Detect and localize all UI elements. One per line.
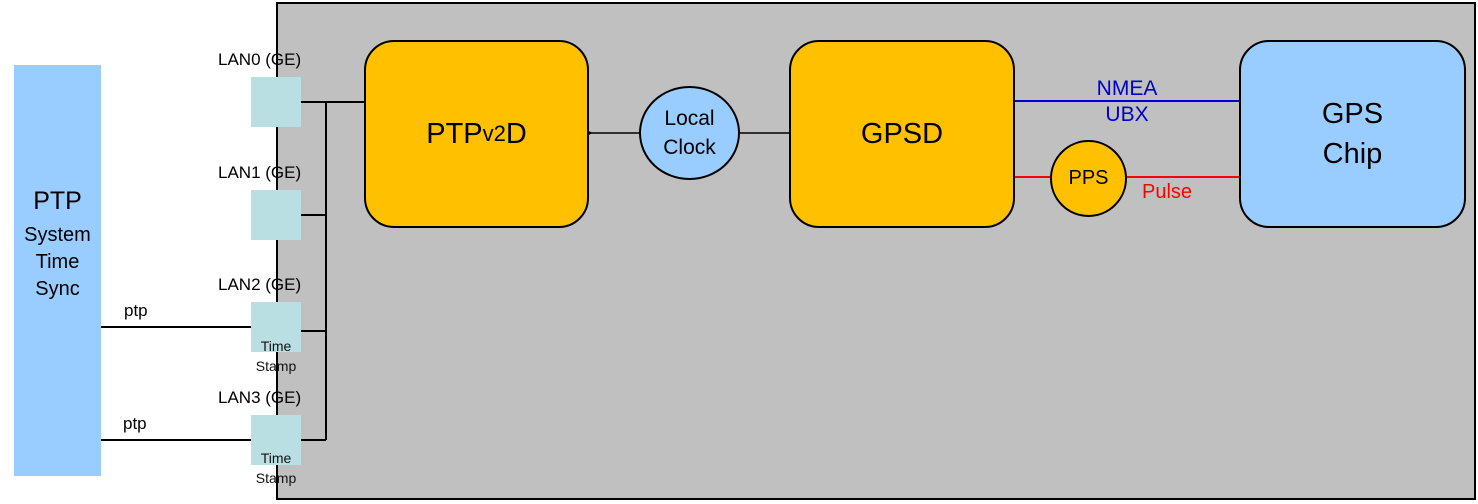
local-clock: Local Clock	[639, 86, 740, 180]
ptp-system-title: PTP	[33, 187, 82, 215]
lan2-port	[251, 302, 301, 352]
gps-chip: GPS Chip	[1239, 40, 1466, 228]
lan3-port	[251, 415, 301, 465]
lan0-port	[251, 77, 301, 127]
lan2-ptp-label: ptp	[124, 301, 148, 320]
lan0-label: LAN0 (GE)	[218, 50, 302, 69]
lan3-ptp-label: ptp	[123, 414, 147, 433]
lan2-label: LAN2 (GE)	[218, 275, 302, 294]
lan3-timestamp-label: Time Stamp	[255, 450, 297, 486]
nmea-ubx-label: NMEA UBX	[1096, 77, 1158, 126]
ptp-system-subtitle: System Time Sync	[24, 224, 91, 300]
pps-node: PPS	[1050, 140, 1127, 217]
lan3-label: LAN3 (GE)	[218, 388, 302, 407]
lan1-port	[251, 190, 301, 240]
lan1-label: LAN1 (GE)	[218, 163, 302, 182]
pulse-label: Pulse	[1142, 181, 1193, 203]
lan2-timestamp-label: Time Stamp	[255, 338, 297, 374]
gpsd-daemon: GPSD	[789, 40, 1015, 228]
ptp-system-time-sync: PTP System Time Sync	[14, 65, 101, 476]
